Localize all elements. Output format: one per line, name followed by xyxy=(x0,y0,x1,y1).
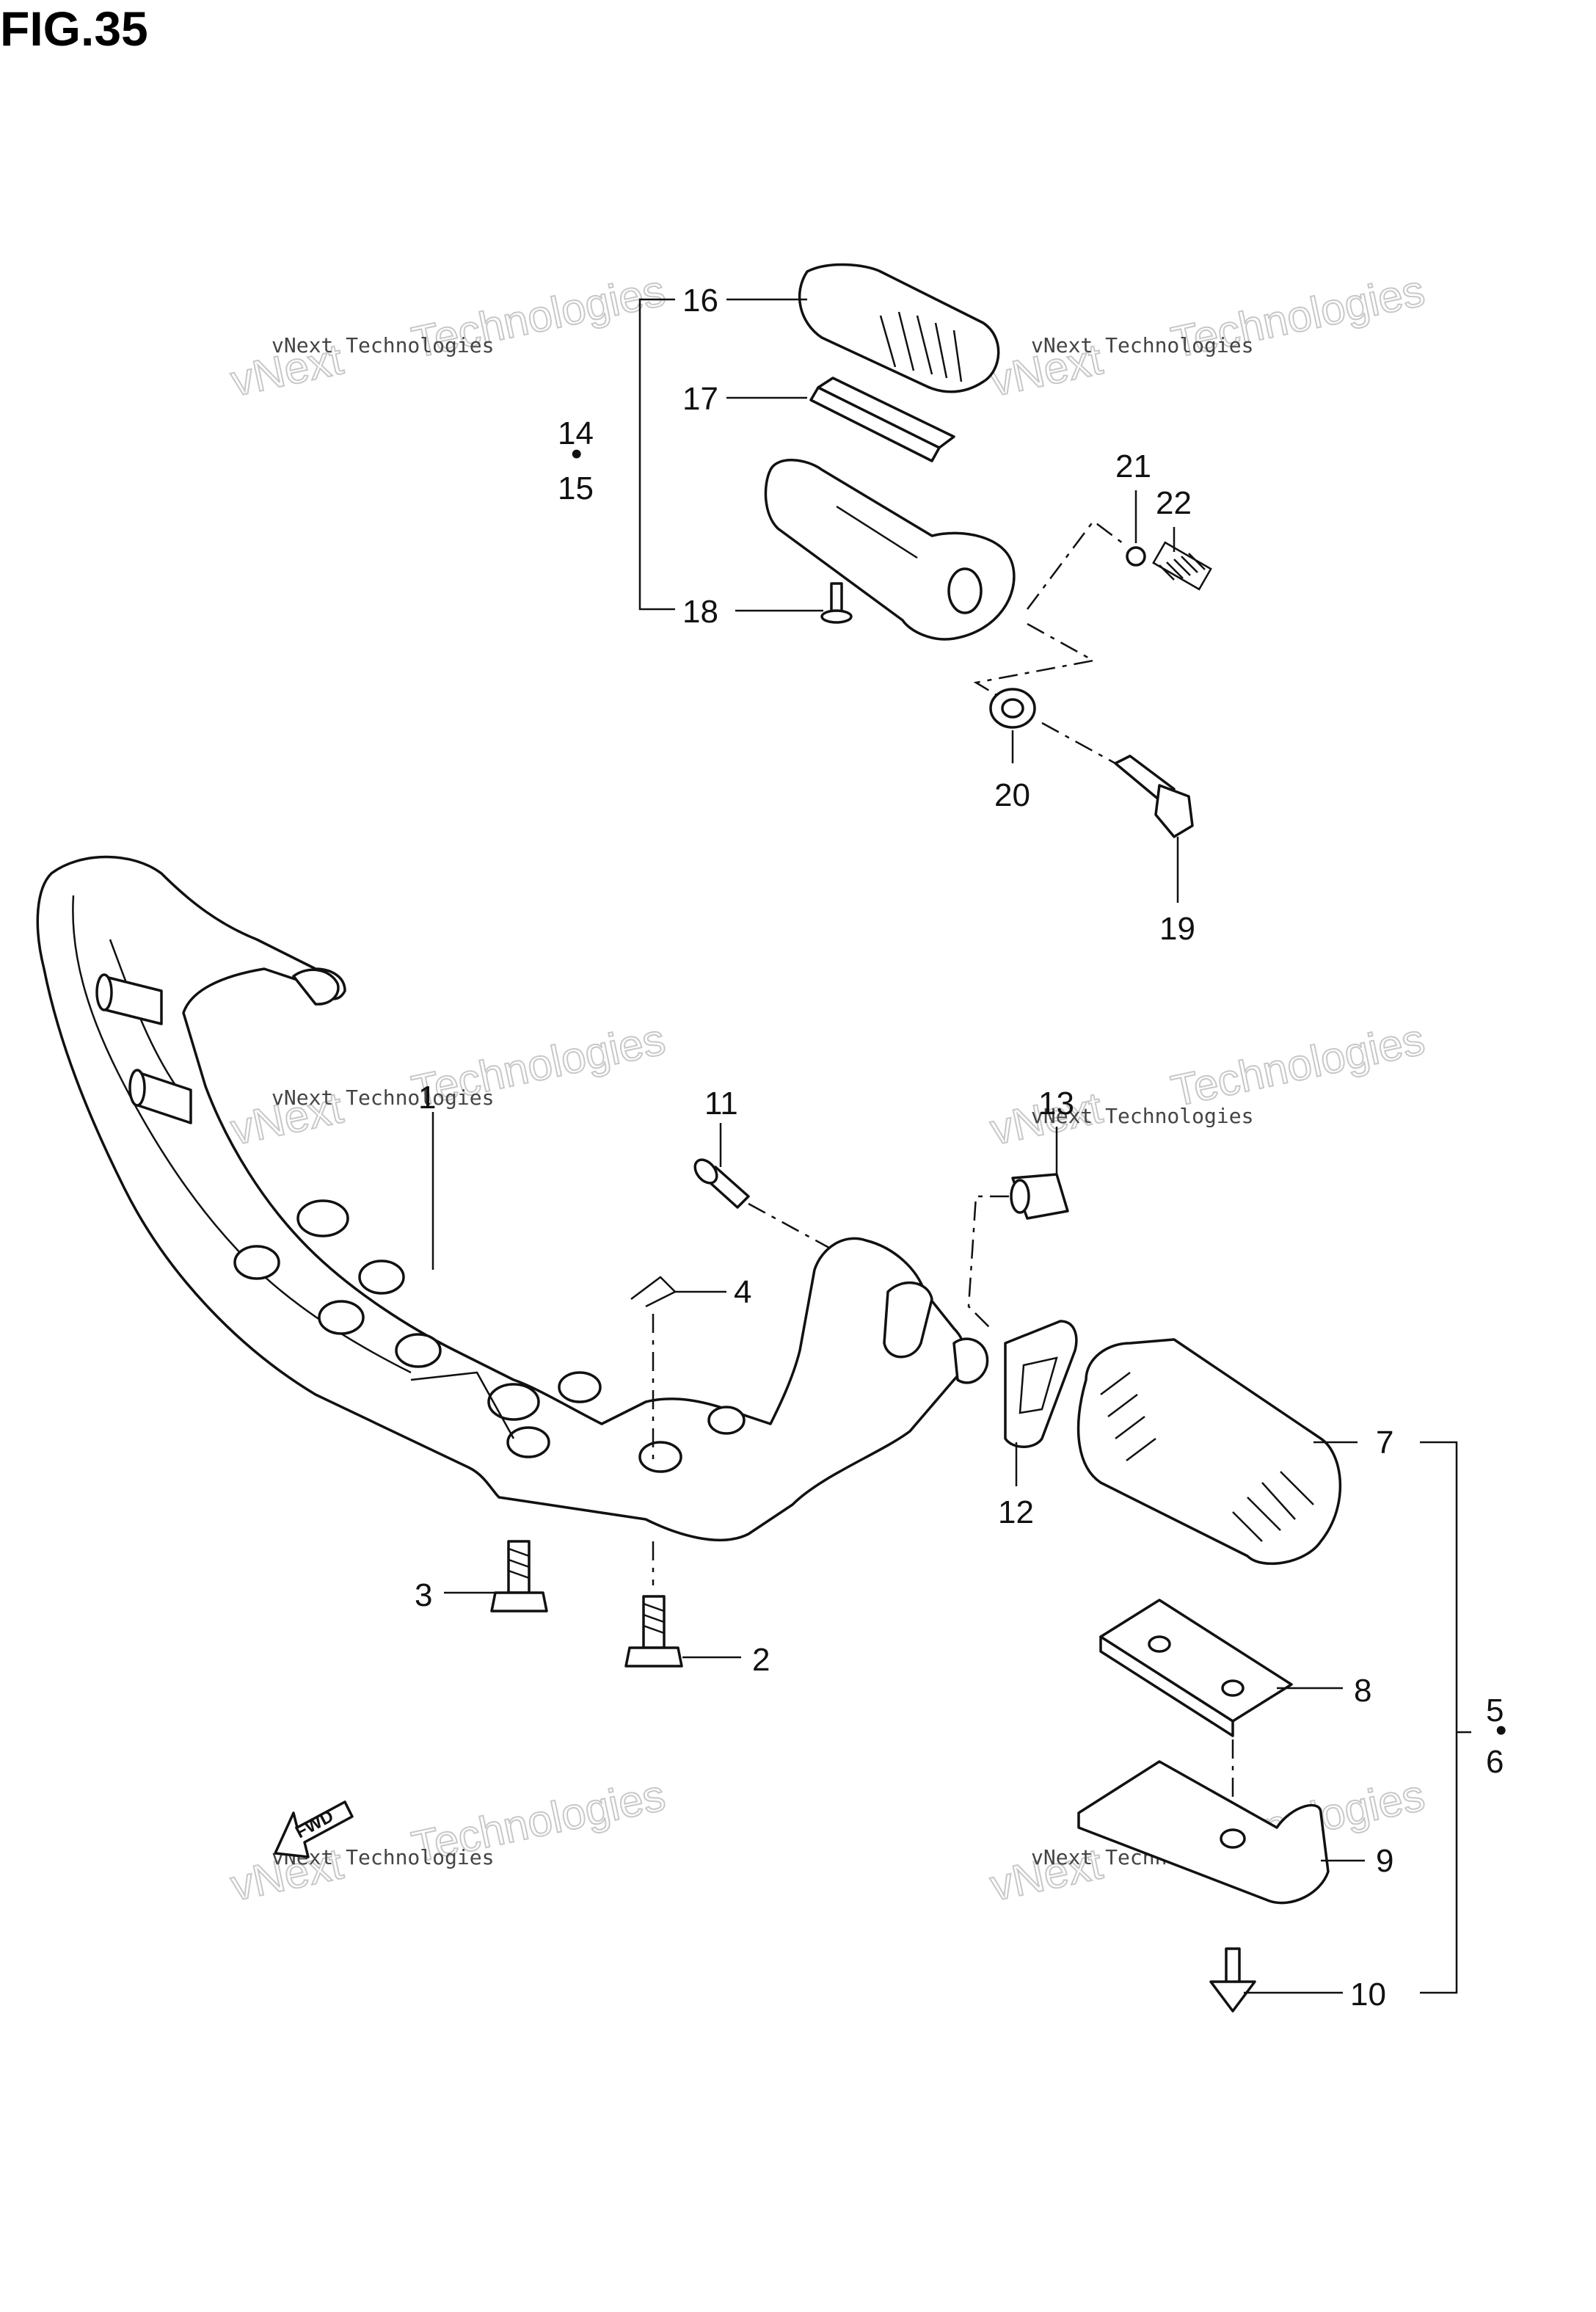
callout-13: 13 xyxy=(1038,1086,1074,1122)
bracket-5-6 xyxy=(1420,1441,1458,1994)
callout-6: 6 xyxy=(1486,1744,1504,1780)
part-22-spring xyxy=(1152,541,1212,591)
part-4-clip xyxy=(630,1276,677,1308)
callout-1: 1 xyxy=(418,1080,436,1116)
part-12-gasket xyxy=(1004,1320,1078,1448)
part-17-plate xyxy=(809,377,955,462)
part-21-ball xyxy=(1126,546,1146,567)
callout-15: 15 xyxy=(558,470,594,506)
watermark-small-text: vNext Technologies xyxy=(1031,333,1253,357)
watermark-small-text: vNext Technologies xyxy=(272,333,494,357)
part-9-base xyxy=(1077,1760,1330,1905)
callout-21: 21 xyxy=(1115,448,1151,484)
callout-5: 5 xyxy=(1486,1693,1504,1728)
figure-title: FIG.35 xyxy=(0,1,148,56)
part-8-plate xyxy=(1099,1599,1293,1737)
callout-7: 7 xyxy=(1376,1425,1393,1461)
watermark-small-text: vNext Technologies xyxy=(1031,1104,1253,1128)
watermark-top-left: vNext Technologies vNext Technologies xyxy=(226,265,670,407)
watermark-big-text: vNext Technologies xyxy=(986,1014,1429,1155)
footrest-arm xyxy=(764,459,1016,641)
callout-8: 8 xyxy=(1354,1673,1371,1709)
part-19-bolt xyxy=(1114,755,1194,838)
part-18-screw xyxy=(820,582,853,624)
dash-line-13 xyxy=(967,1195,1009,1329)
dash-line-21 xyxy=(1027,520,1123,610)
callout-19: 19 xyxy=(1159,911,1195,947)
part-7-rubber xyxy=(1076,1338,1341,1566)
callout-dot: • xyxy=(1495,1712,1506,1748)
dash-line-19 xyxy=(1041,721,1116,765)
part-10-screw xyxy=(1209,1947,1256,2013)
dash-line-20 xyxy=(973,622,1096,706)
callout-11: 11 xyxy=(704,1086,738,1122)
watermark-small-text: vNext Technologies xyxy=(272,1086,494,1110)
callout-22: 22 xyxy=(1156,485,1192,521)
watermark-big-text: vNext Technologies xyxy=(227,1014,669,1155)
watermark-middle-right: vNext Technologies vNext Technologies xyxy=(985,1014,1429,1155)
part-20-washer xyxy=(989,688,1036,729)
bracket-14-15 xyxy=(638,298,675,611)
part-3-bolt xyxy=(490,1540,548,1613)
callout-14: 14 xyxy=(558,415,594,451)
part-2-bolt xyxy=(624,1595,683,1668)
callout-9: 9 xyxy=(1376,1843,1393,1879)
callout-17: 17 xyxy=(682,381,718,417)
callout-12: 12 xyxy=(998,1494,1034,1530)
watermark-top-right: vNext Technologies vNext Technologies xyxy=(985,265,1429,407)
callout-10: 10 xyxy=(1350,1977,1386,2013)
part-13-cap xyxy=(1010,1173,1069,1220)
callout-18: 18 xyxy=(682,594,718,630)
part-16-rubber xyxy=(798,263,1000,393)
callout-3: 3 xyxy=(415,1577,432,1613)
dash-line-11 xyxy=(748,1202,830,1249)
part-1-frame-bracket xyxy=(36,855,989,1542)
callout-4: 4 xyxy=(734,1274,751,1310)
callout-16: 16 xyxy=(682,283,718,319)
callout-dot: • xyxy=(571,436,582,472)
callout-2: 2 xyxy=(752,1642,770,1678)
callout-20: 20 xyxy=(994,777,1030,813)
part-11-bolt xyxy=(693,1158,750,1209)
watermark-middle-left: vNext Technologies vNext Technologies xyxy=(226,1014,670,1155)
